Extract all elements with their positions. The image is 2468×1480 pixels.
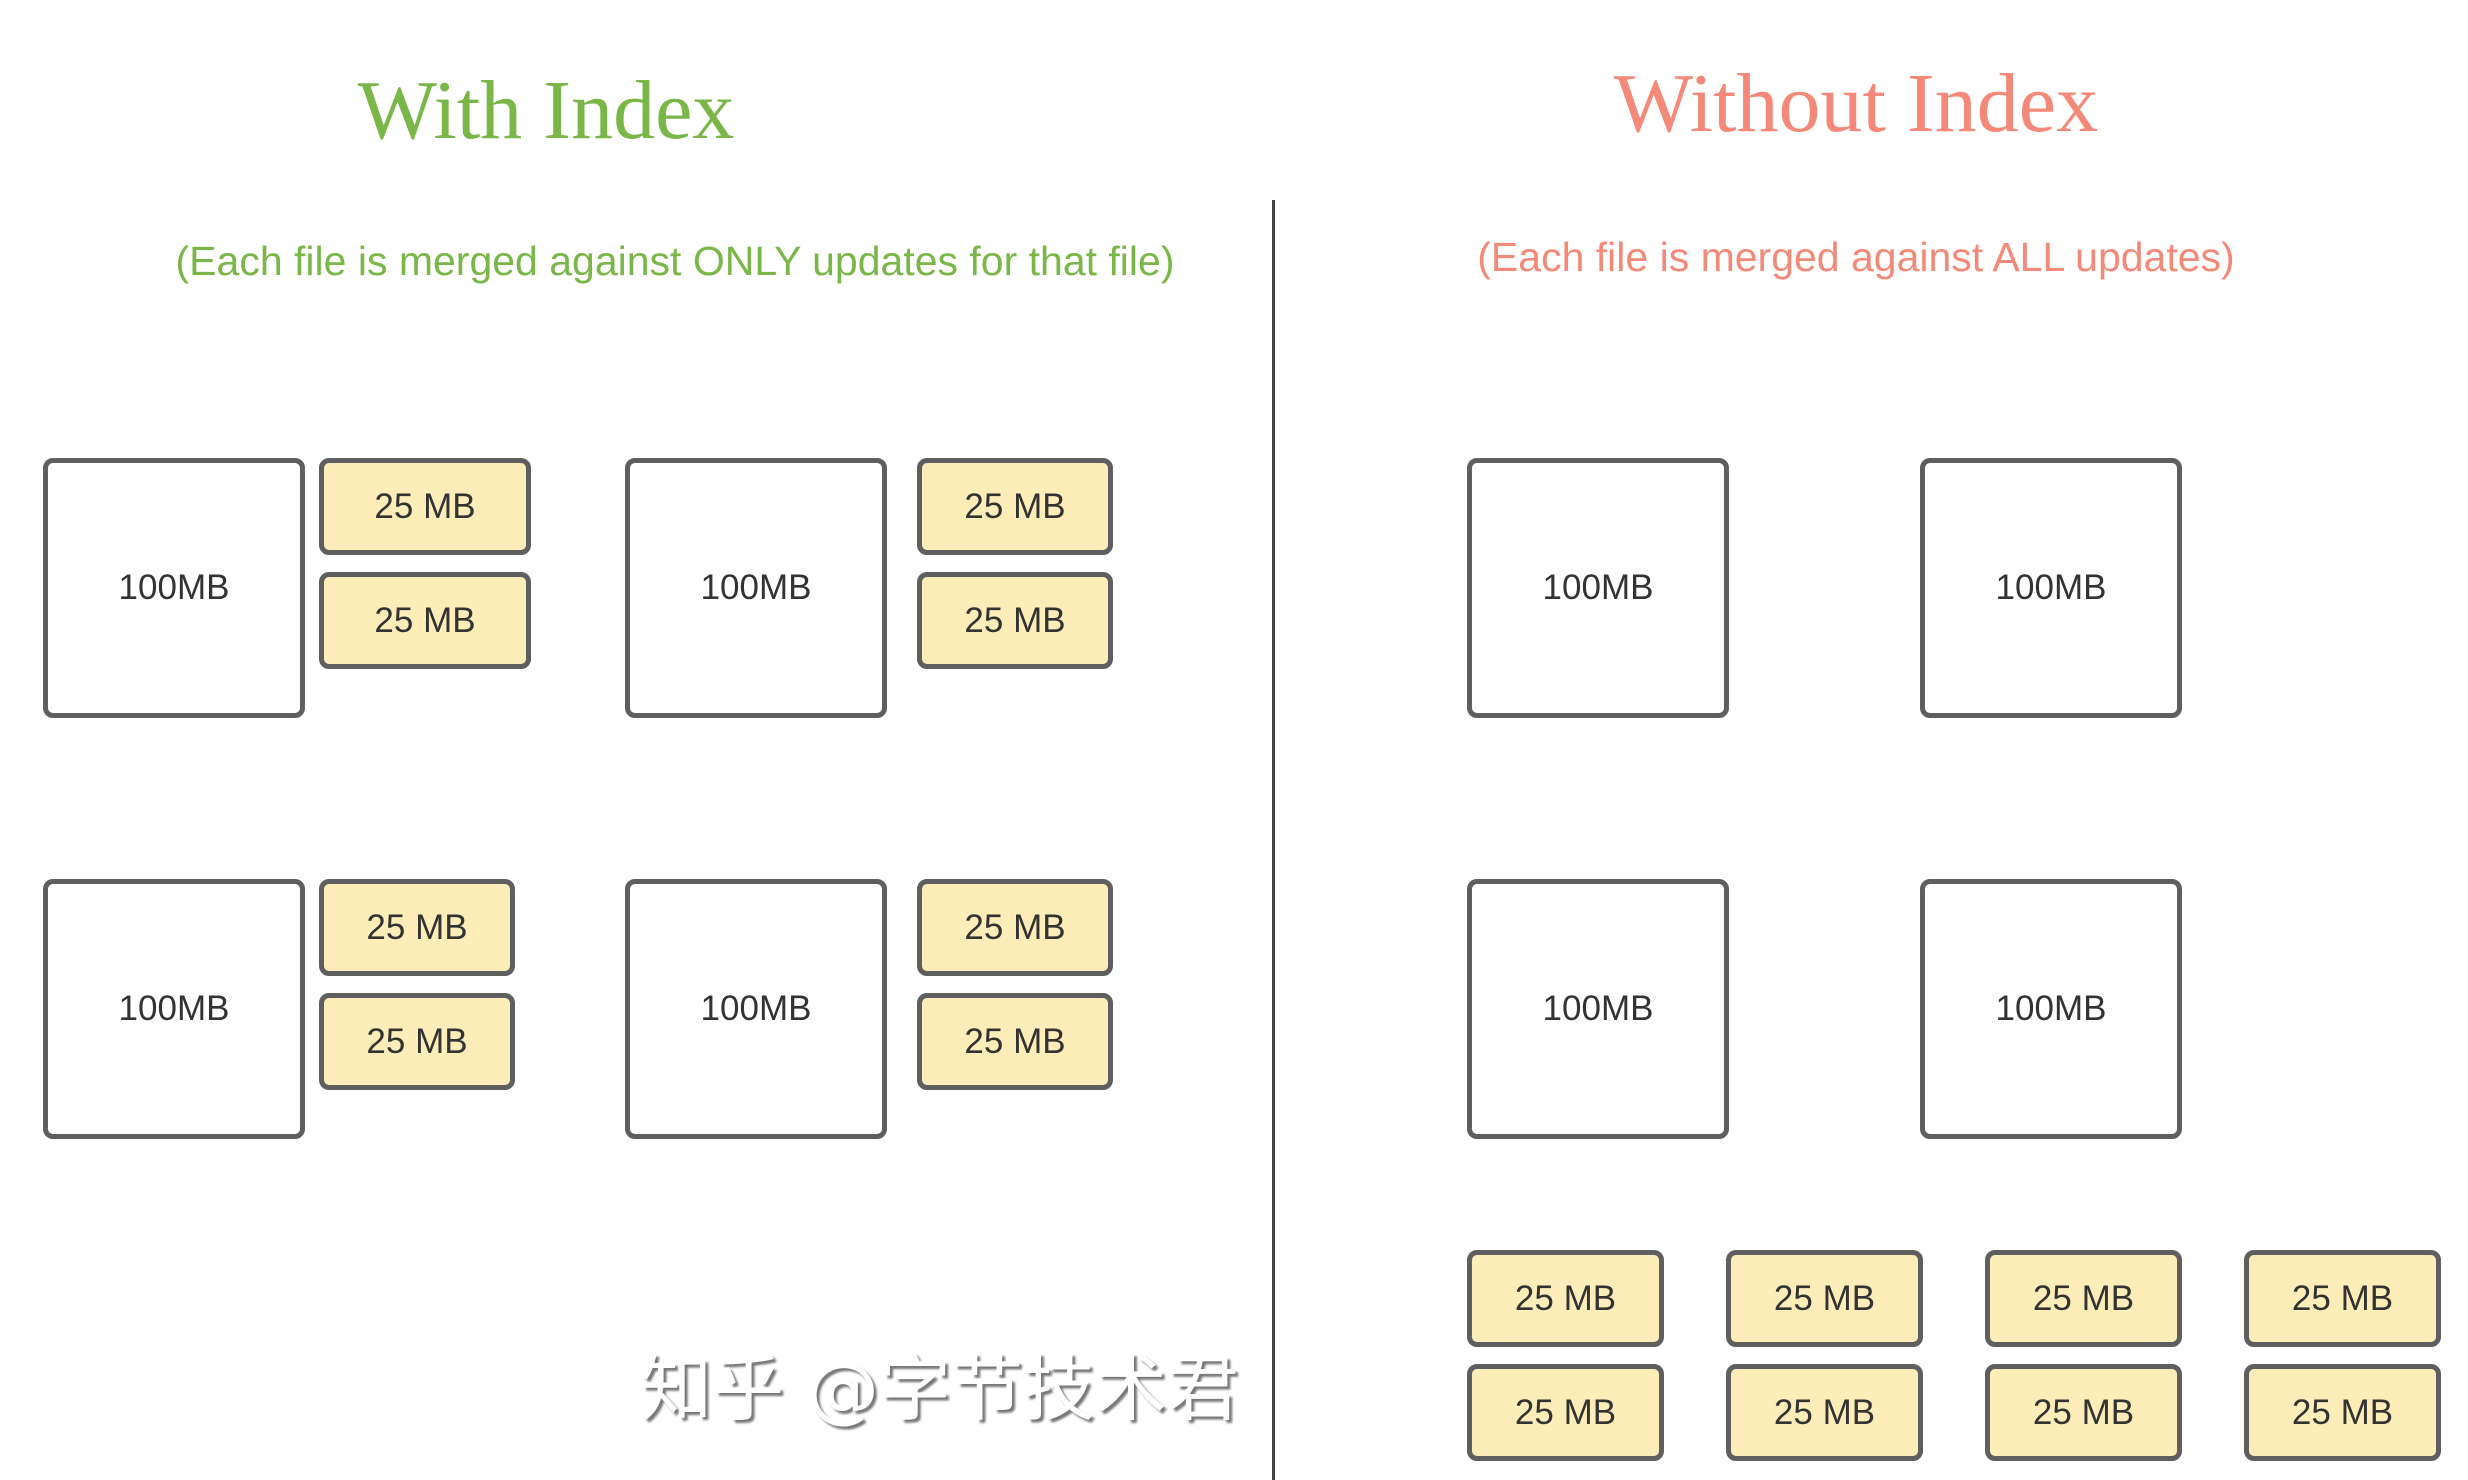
update-box: 25 MB (319, 572, 531, 669)
without-index-subtitle: (Each file is merged against ALL updates… (1477, 234, 2235, 280)
update-box: 25 MB (1985, 1364, 2182, 1461)
update-box: 25 MB (917, 993, 1113, 1090)
section-divider (1272, 200, 1275, 1480)
update-box: 25 MB (917, 879, 1113, 976)
update-box: 25 MB (1467, 1364, 1664, 1461)
file-box: 100MB (1467, 879, 1729, 1139)
update-box: 25 MB (319, 879, 515, 976)
file-box: 100MB (625, 458, 887, 718)
update-box: 25 MB (2244, 1250, 2441, 1347)
update-box: 25 MB (1985, 1250, 2182, 1347)
update-box: 25 MB (1726, 1250, 1923, 1347)
update-box: 25 MB (2244, 1364, 2441, 1461)
watermark: 知乎 @字节技术君 (640, 1347, 1239, 1431)
update-box: 25 MB (319, 458, 531, 555)
update-box: 25 MB (1726, 1364, 1923, 1461)
file-box: 100MB (43, 879, 305, 1139)
update-box: 25 MB (917, 458, 1113, 555)
file-box: 100MB (1920, 458, 2182, 718)
file-box: 100MB (43, 458, 305, 718)
with-index-title: With Index (357, 64, 735, 157)
update-box: 25 MB (917, 572, 1113, 669)
with-index-subtitle: (Each file is merged against ONLY update… (175, 238, 1175, 284)
file-box: 100MB (1920, 879, 2182, 1139)
file-box: 100MB (1467, 458, 1729, 718)
update-box: 25 MB (1467, 1250, 1664, 1347)
update-box: 25 MB (319, 993, 515, 1090)
file-box: 100MB (625, 879, 887, 1139)
without-index-title: Without Index (1613, 57, 2099, 150)
